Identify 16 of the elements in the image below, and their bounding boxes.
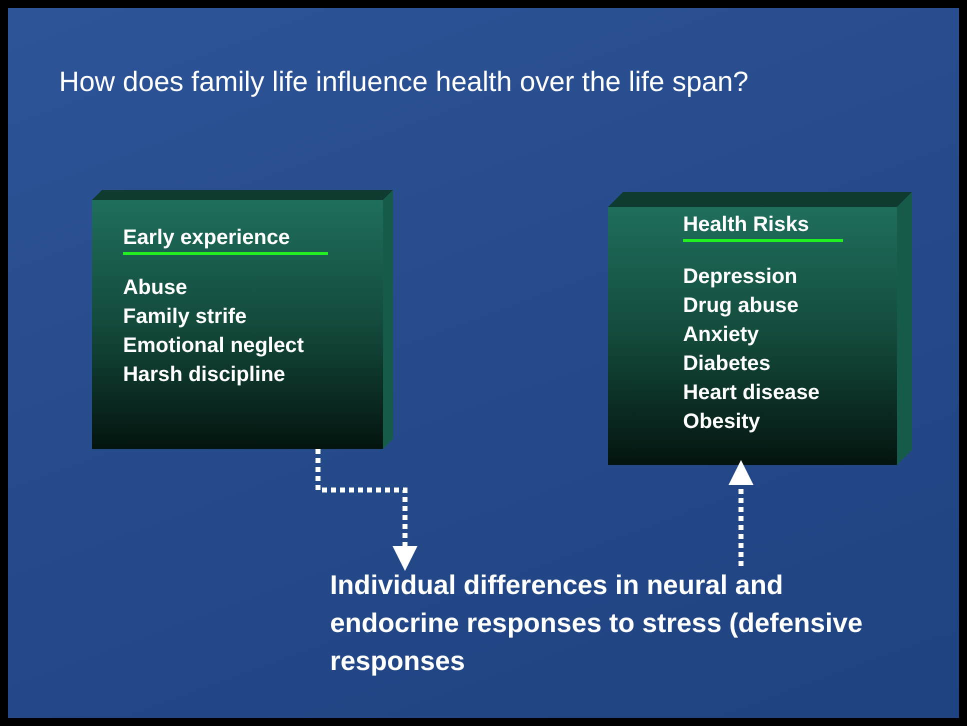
list-item: Family strife	[123, 305, 247, 329]
list-item: Abuse	[123, 276, 188, 300]
list-item: Heart disease	[683, 381, 820, 405]
slide-title: How does family life influence health over the life span?	[59, 66, 748, 98]
box-heading: Early experience	[123, 226, 328, 255]
list-item: Drug abuse	[683, 294, 799, 318]
box-heading: Health Risks	[683, 213, 843, 242]
list-item: Anxiety	[683, 323, 759, 347]
dotted-arrow	[728, 460, 754, 566]
list-item: Harsh discipline	[123, 363, 286, 387]
list-item: Diabetes	[683, 352, 771, 376]
dotted-arrow	[316, 449, 418, 571]
list-item: Depression	[683, 265, 798, 289]
list-item: Emotional neglect	[123, 334, 304, 358]
body-text: Individual differences in neural and endocrine responses to stress (defensive responses	[330, 569, 864, 678]
list-item: Obesity	[683, 410, 760, 434]
